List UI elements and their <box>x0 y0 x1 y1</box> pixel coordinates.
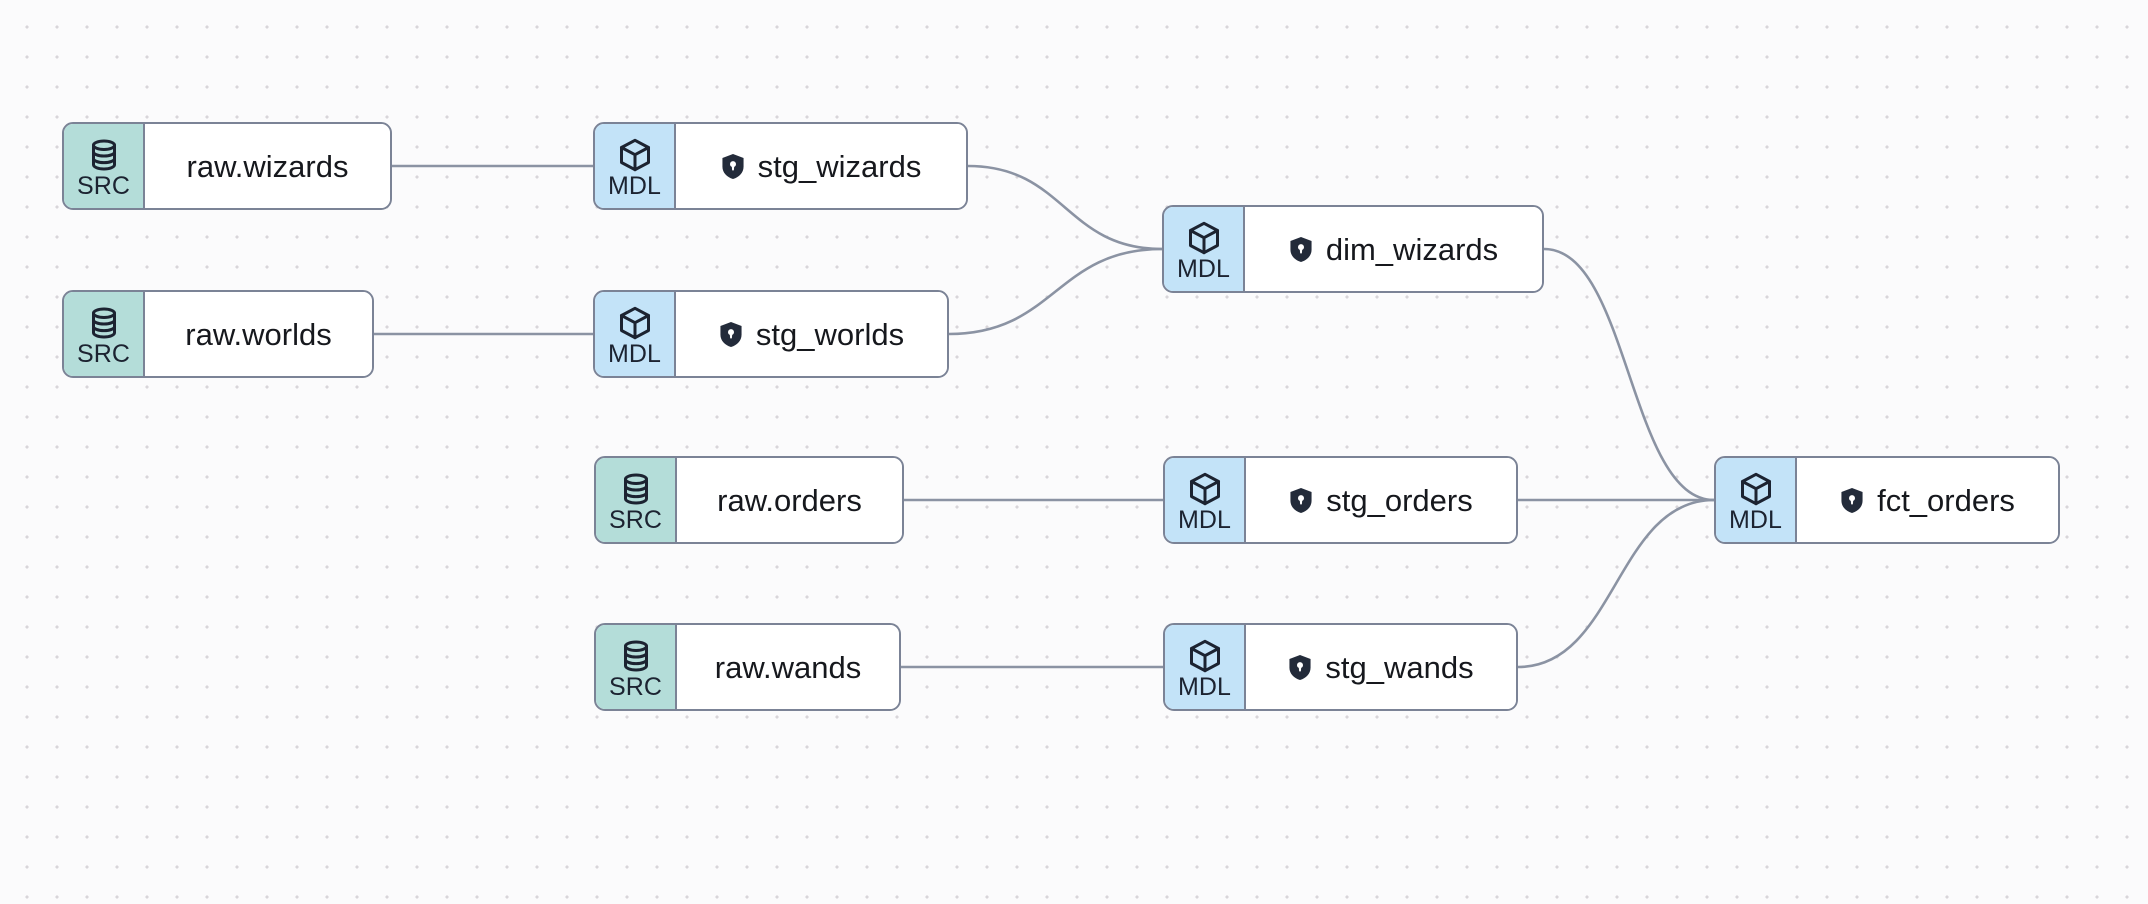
cube-icon <box>1740 472 1771 506</box>
node-body-raw_wands: raw.wands <box>677 625 899 709</box>
node-label-stg_wizards: stg_wizards <box>757 148 922 184</box>
node-kind-label: SRC <box>608 506 663 534</box>
node-kind-badge-stg_worlds: MDL <box>595 292 676 376</box>
database-cylinder-icon <box>623 473 648 505</box>
database-cylinder-icon <box>91 139 116 171</box>
node-kind-badge-raw_wands: SRC <box>596 625 677 709</box>
node-label-dim_wizards: dim_wizards <box>1325 231 1499 267</box>
node-kind-badge-raw_wizards: SRC <box>64 124 145 208</box>
node-label-fct_orders: fct_orders <box>1877 482 2015 518</box>
edge-stg_wands-to-fct_orders <box>1516 498 1716 669</box>
cube-icon <box>1188 221 1219 255</box>
node-body-raw_wizards: raw.wizards <box>145 124 390 208</box>
node-body-stg_wands: stg_wands <box>1246 625 1516 709</box>
node-kind-label: SRC <box>76 340 131 368</box>
node-body-stg_worlds: stg_worlds <box>676 292 947 376</box>
shield-lock-icon <box>1841 487 1863 513</box>
node-body-dim_wizards: dim_wizards <box>1245 207 1542 291</box>
shield-lock-icon <box>1290 236 1312 262</box>
node-body-stg_orders: stg_orders <box>1246 458 1516 542</box>
node-label-raw_wands: raw.wands <box>714 649 862 685</box>
node-kind-badge-stg_orders: MDL <box>1165 458 1246 542</box>
graph-node-stg_wizards[interactable]: MDL stg_wizards <box>593 122 968 210</box>
node-kind-label: MDL <box>1728 506 1783 534</box>
node-label-stg_orders: stg_orders <box>1326 482 1473 518</box>
graph-node-raw_orders[interactable]: SRC raw.orders <box>594 456 904 544</box>
node-body-stg_wizards: stg_wizards <box>676 124 966 208</box>
shield-lock-icon <box>722 153 744 179</box>
cube-icon <box>619 138 650 172</box>
graph-node-stg_wands[interactable]: MDL stg_wands <box>1163 623 1518 711</box>
node-kind-badge-stg_wizards: MDL <box>595 124 676 208</box>
node-kind-label: MDL <box>1177 673 1232 701</box>
database-cylinder-icon <box>623 640 648 672</box>
node-kind-label: MDL <box>607 340 662 368</box>
cube-icon <box>1189 472 1220 506</box>
node-kind-badge-raw_orders: SRC <box>596 458 677 542</box>
edge-dim_wizards-to-fct_orders <box>1542 247 1716 502</box>
node-body-raw_orders: raw.orders <box>677 458 902 542</box>
graph-node-stg_orders[interactable]: MDL stg_orders <box>1163 456 1518 544</box>
node-kind-label: MDL <box>607 172 662 200</box>
node-label-raw_orders: raw.orders <box>717 482 862 518</box>
graph-node-dim_wizards[interactable]: MDL dim_wizards <box>1162 205 1544 293</box>
node-label-raw_worlds: raw.worlds <box>185 316 332 352</box>
node-kind-label: SRC <box>608 673 663 701</box>
graph-node-stg_worlds[interactable]: MDL stg_worlds <box>593 290 949 378</box>
graph-node-raw_wizards[interactable]: SRC raw.wizards <box>62 122 392 210</box>
node-kind-badge-raw_worlds: SRC <box>64 292 145 376</box>
cube-icon <box>619 306 650 340</box>
node-kind-badge-stg_wands: MDL <box>1165 625 1246 709</box>
node-label-stg_wands: stg_wands <box>1325 649 1474 685</box>
node-kind-label: SRC <box>76 172 131 200</box>
node-label-raw_wizards: raw.wizards <box>186 148 349 184</box>
database-cylinder-icon <box>91 307 116 339</box>
shield-lock-icon <box>1289 654 1311 680</box>
node-label-stg_worlds: stg_worlds <box>755 316 905 352</box>
graph-node-raw_worlds[interactable]: SRC raw.worlds <box>62 290 374 378</box>
graph-node-fct_orders[interactable]: MDL fct_orders <box>1714 456 2060 544</box>
node-kind-badge-fct_orders: MDL <box>1716 458 1797 542</box>
node-body-fct_orders: fct_orders <box>1797 458 2058 542</box>
node-kind-badge-dim_wizards: MDL <box>1164 207 1245 291</box>
shield-lock-icon <box>1290 487 1312 513</box>
node-kind-label: MDL <box>1177 506 1232 534</box>
edge-stg_worlds-to-dim_wizards <box>947 247 1164 336</box>
shield-lock-icon <box>720 321 742 347</box>
node-kind-label: MDL <box>1176 255 1231 283</box>
node-body-raw_worlds: raw.worlds <box>145 292 372 376</box>
cube-icon <box>1189 639 1220 673</box>
graph-node-raw_wands[interactable]: SRC raw.wands <box>594 623 901 711</box>
edge-stg_wizards-to-dim_wizards <box>966 164 1164 251</box>
